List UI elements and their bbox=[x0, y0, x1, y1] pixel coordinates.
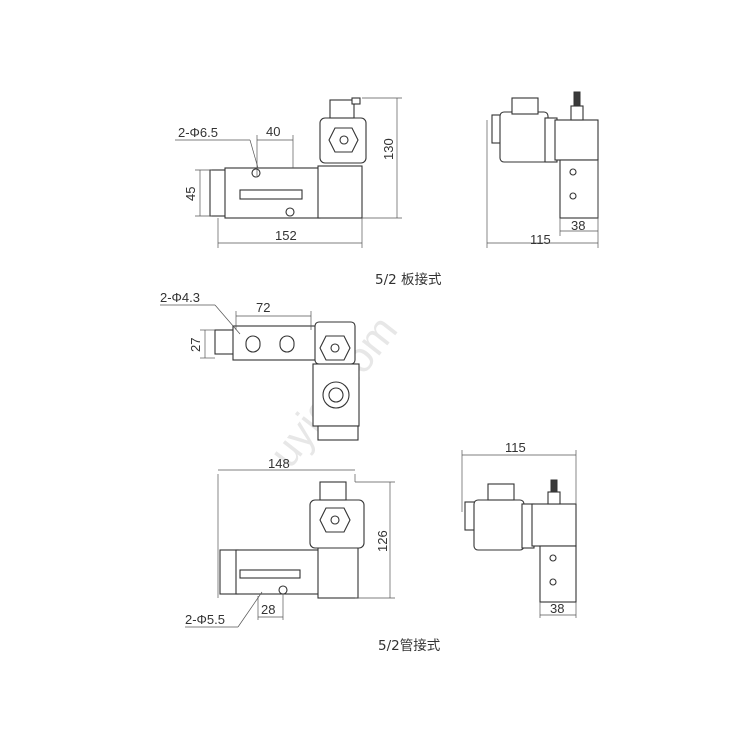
pilot-block bbox=[317, 165, 363, 219]
total-height-label: 130 bbox=[381, 138, 396, 160]
bottom-pilot bbox=[317, 545, 359, 599]
bottom-side-width-label: 115 bbox=[505, 440, 526, 455]
coil-top bbox=[329, 99, 355, 119]
side-base bbox=[559, 159, 599, 219]
top-front-view: 2-Φ6.5 40 45 152 130 bbox=[175, 97, 402, 248]
hole-label: 2-Φ6.5 bbox=[178, 125, 218, 140]
bottom-side-base bbox=[539, 545, 577, 603]
bottom-length-label: 148 bbox=[268, 456, 290, 471]
screw-hole bbox=[285, 207, 295, 217]
bottom-height-label: 126 bbox=[375, 530, 390, 552]
bottom-slot bbox=[239, 569, 301, 579]
middle-width-label: 27 bbox=[188, 338, 203, 352]
valve-end-plug bbox=[209, 169, 228, 217]
spacing-label: 40 bbox=[266, 124, 280, 139]
bottom-side-view: 115 38 bbox=[461, 440, 577, 618]
top-end-plug bbox=[214, 329, 236, 355]
bottom-front-view: 148 126 2-Φ5.5 28 bbox=[185, 456, 395, 628]
bottom-side-coil bbox=[473, 499, 525, 551]
mounting-slot bbox=[239, 189, 303, 200]
port-hole bbox=[245, 335, 261, 353]
side-base-label: 38 bbox=[571, 218, 585, 233]
bottom-end-plug bbox=[219, 549, 239, 595]
middle-spacing-label: 72 bbox=[256, 300, 270, 315]
bottom-side-body bbox=[531, 503, 577, 547]
side-valve-body bbox=[554, 119, 599, 161]
bottom-side-base-label: 38 bbox=[550, 601, 564, 616]
middle-hole-label: 2-Φ4.3 bbox=[160, 290, 200, 305]
bottom-hole-label: 2-Φ5.5 bbox=[185, 612, 225, 627]
top-side-view: 115 38 bbox=[486, 91, 599, 248]
caption-pipe: 5/2管接式 bbox=[378, 637, 441, 654]
caption-plate: 5/2 板接式 bbox=[375, 271, 442, 288]
mount-hole bbox=[251, 168, 261, 178]
side-coil bbox=[499, 111, 549, 163]
length-label: 152 bbox=[275, 228, 297, 243]
middle-top-view: 2-Φ4.3 72 27 bbox=[160, 290, 360, 441]
side-width-label: 115 bbox=[530, 232, 551, 247]
port-hole bbox=[279, 335, 295, 353]
height-label: 45 bbox=[183, 187, 198, 201]
bottom-spacing-label: 28 bbox=[261, 602, 275, 617]
